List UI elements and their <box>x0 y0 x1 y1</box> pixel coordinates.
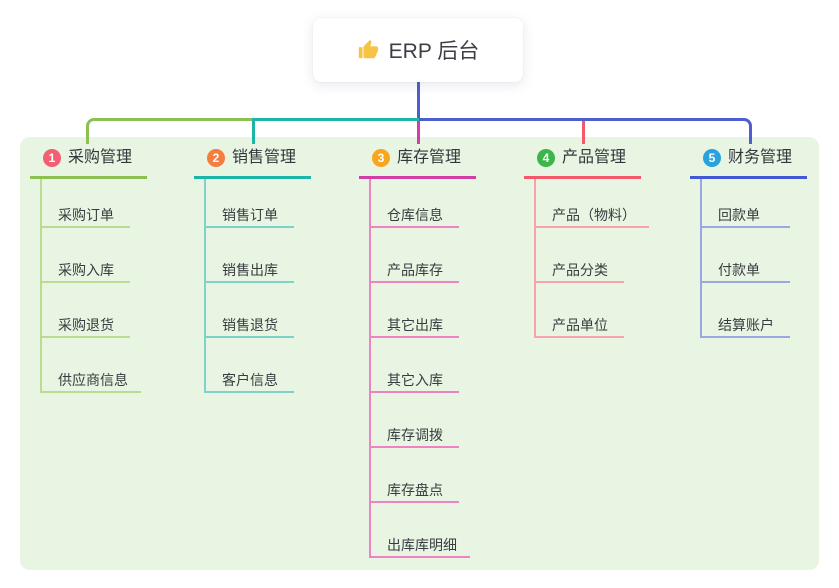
branch-item[interactable]: 回款单 <box>702 179 790 228</box>
branch-item[interactable]: 销售出库 <box>206 228 294 283</box>
branch-item[interactable]: 销售订单 <box>206 179 294 228</box>
branch-header[interactable]: 3 库存管理 <box>359 148 476 179</box>
branch: 1 采购管理 采购订单采购入库采购退货供应商信息 <box>30 148 147 393</box>
branch-items: 仓库信息产品库存其它出库其它入库库存调拨库存盘点出库库明细 <box>369 179 476 558</box>
branch-number-badge: 3 <box>372 149 390 167</box>
connector-branch-4-drop <box>582 121 585 144</box>
branch-number-badge: 2 <box>207 149 225 167</box>
branch-item[interactable]: 库存调拨 <box>371 393 459 448</box>
connector-branch-3-drop <box>417 121 420 144</box>
branch: 2 销售管理 销售订单销售出库销售退货客户信息 <box>194 148 311 393</box>
branch-header[interactable]: 2 销售管理 <box>194 148 311 179</box>
branch-item[interactable]: 其它出库 <box>371 283 459 338</box>
branch-item[interactable]: 产品库存 <box>371 228 459 283</box>
branch-item[interactable]: 供应商信息 <box>42 338 141 393</box>
branch-item[interactable]: 仓库信息 <box>371 179 459 228</box>
branch-item[interactable]: 采购退货 <box>42 283 130 338</box>
branch-item[interactable]: 产品分类 <box>536 228 624 283</box>
connector-branch-5-bus <box>419 118 752 144</box>
branch-number-badge: 5 <box>703 149 721 167</box>
branch-items: 回款单付款单结算账户 <box>700 179 807 338</box>
branch-item[interactable]: 采购订单 <box>42 179 130 228</box>
branch-item[interactable]: 产品单位 <box>536 283 624 338</box>
branch-item[interactable]: 库存盘点 <box>371 448 459 503</box>
branch-number-badge: 1 <box>43 149 61 167</box>
branch-number-badge: 4 <box>537 149 555 167</box>
branch: 3 库存管理 仓库信息产品库存其它出库其它入库库存调拨库存盘点出库库明细 <box>359 148 476 558</box>
root-node[interactable]: ERP 后台 <box>313 18 523 82</box>
branches-panel: 1 采购管理 采购订单采购入库采购退货供应商信息 2 销售管理 销售订单销售出库… <box>20 137 819 570</box>
branch-label: 库存管理 <box>397 149 462 166</box>
connector-branch-2 <box>252 118 419 144</box>
branch-label: 财务管理 <box>728 149 793 166</box>
branch-item[interactable]: 客户信息 <box>206 338 294 393</box>
connector-trunk <box>417 82 420 119</box>
branch-label: 采购管理 <box>68 149 133 166</box>
root-title: ERP 后台 <box>388 40 480 63</box>
branch-item[interactable]: 结算账户 <box>702 283 790 338</box>
branch-label: 产品管理 <box>562 149 627 166</box>
branch: 4 产品管理 产品（物料）产品分类产品单位 <box>524 148 649 338</box>
branch-item[interactable]: 销售退货 <box>206 283 294 338</box>
connector-branch-1 <box>86 118 252 144</box>
branch-item[interactable]: 其它入库 <box>371 338 459 393</box>
branch-item[interactable]: 采购入库 <box>42 228 130 283</box>
branch-header[interactable]: 4 产品管理 <box>524 148 641 179</box>
branch-items: 采购订单采购入库采购退货供应商信息 <box>40 179 147 393</box>
branch-label: 销售管理 <box>232 149 297 166</box>
branch-item[interactable]: 付款单 <box>702 228 790 283</box>
branch-items: 销售订单销售出库销售退货客户信息 <box>204 179 311 393</box>
branch: 5 财务管理 回款单付款单结算账户 <box>690 148 807 338</box>
branch-item[interactable]: 出库库明细 <box>371 503 470 558</box>
branch-header[interactable]: 5 财务管理 <box>690 148 807 179</box>
thumbs-up-icon <box>357 39 379 61</box>
branch-items: 产品（物料）产品分类产品单位 <box>534 179 649 338</box>
branch-header[interactable]: 1 采购管理 <box>30 148 147 179</box>
branch-item[interactable]: 产品（物料） <box>536 179 649 228</box>
